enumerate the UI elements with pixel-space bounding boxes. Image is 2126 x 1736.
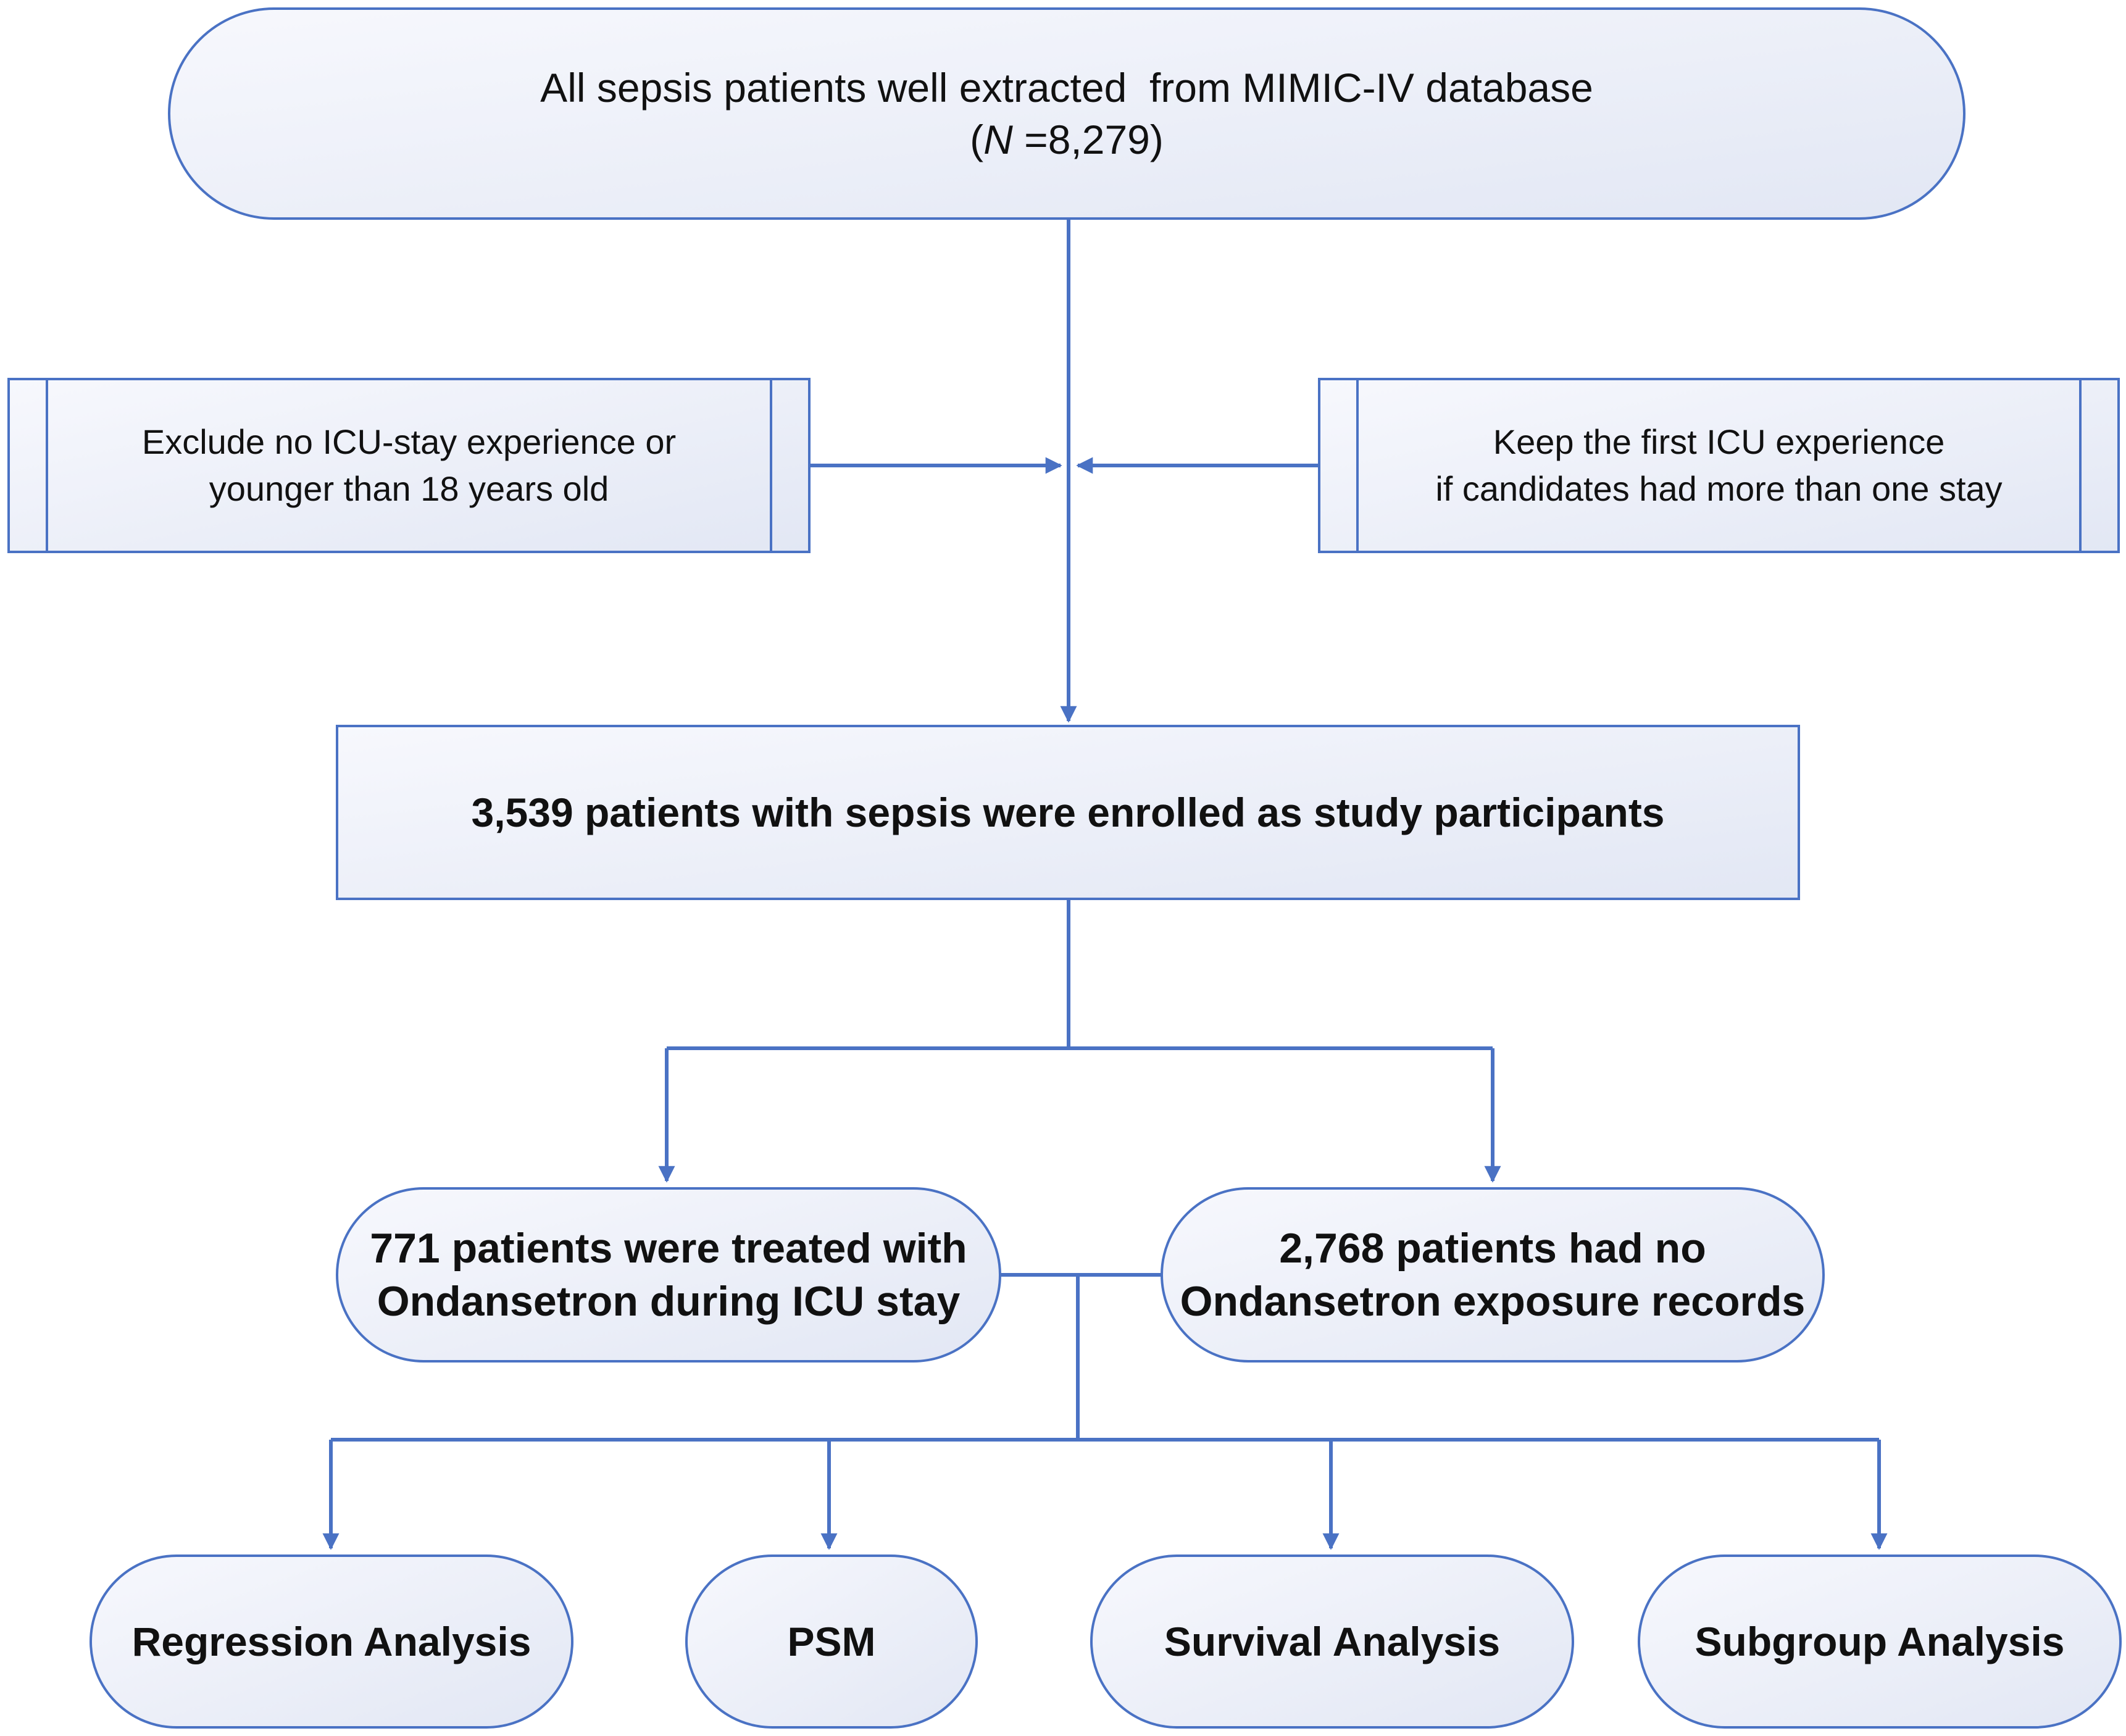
survival-analysis-box-shape xyxy=(1090,1554,1574,1729)
treated-group-box-shape xyxy=(336,1187,1001,1363)
treated-group-line2: Ondansetron during ICU stay xyxy=(377,1278,961,1325)
top-box-n-symbol: N xyxy=(983,117,1013,162)
top-box-shape xyxy=(168,7,1966,220)
exclusion-right-line1: Keep the first ICU experience xyxy=(1493,422,1945,461)
regression-analysis-box: Regression Analysis xyxy=(91,1556,572,1727)
regression-analysis-box-shape xyxy=(90,1554,573,1729)
exclusion-left-line1: Exclude no ICU-stay experience or xyxy=(141,422,677,461)
exclusion-right-box-shape xyxy=(1318,378,2120,553)
top-box-line2-suffix: =8,279) xyxy=(1012,117,1164,162)
regression-analysis-label: Regression Analysis xyxy=(131,1619,532,1664)
top-box-line2: (N =8,279) xyxy=(970,114,1164,165)
subgroup-analysis-box: Subgroup Analysis xyxy=(1639,1556,2120,1727)
treated-group-line1: 771 patients were treated with xyxy=(370,1225,967,1272)
psm-box: PSM xyxy=(686,1556,977,1727)
top-box-line1: All sepsis patients well extracted from … xyxy=(540,65,1593,111)
control-group-line1: 2,768 patients had no xyxy=(1279,1225,1706,1272)
survival-analysis-label: Survival Analysis xyxy=(1164,1619,1501,1664)
survival-analysis-box: Survival Analysis xyxy=(1091,1556,1573,1727)
exclusion-left-line2: younger than 18 years old xyxy=(209,469,609,508)
enrolled-box: 3,539 patients with sepsis were enrolled… xyxy=(337,726,1799,899)
control-group-box-shape xyxy=(1161,1187,1825,1363)
top-box-line2-prefix: ( xyxy=(970,117,984,162)
treated-group-box: 771 patients were treated with Ondansetr… xyxy=(337,1188,1000,1361)
subgroup-analysis-box-shape xyxy=(1638,1554,2122,1729)
control-group-box: 2,768 patients had no Ondansetron exposu… xyxy=(1162,1188,1824,1361)
control-group-line2: Ondansetron exposure records xyxy=(1180,1278,1806,1325)
exclusion-right-line2: if candidates had more than one stay xyxy=(1435,469,2003,508)
top-box: All sepsis patients well extracted from … xyxy=(169,9,1964,219)
psm-box-shape xyxy=(685,1554,978,1729)
exclusion-right-box: Keep the first ICU experience if candida… xyxy=(1357,379,2080,552)
psm-label: PSM xyxy=(787,1619,876,1664)
enrolled-box-text: 3,539 patients with sepsis were enrolled… xyxy=(471,790,1665,835)
exclusion-left-box-shape xyxy=(7,378,811,553)
exclusion-left-box: Exclude no ICU-stay experience or younge… xyxy=(47,379,771,552)
subgroup-analysis-label: Subgroup Analysis xyxy=(1695,1619,2065,1664)
enrolled-box-shape xyxy=(336,725,1800,900)
